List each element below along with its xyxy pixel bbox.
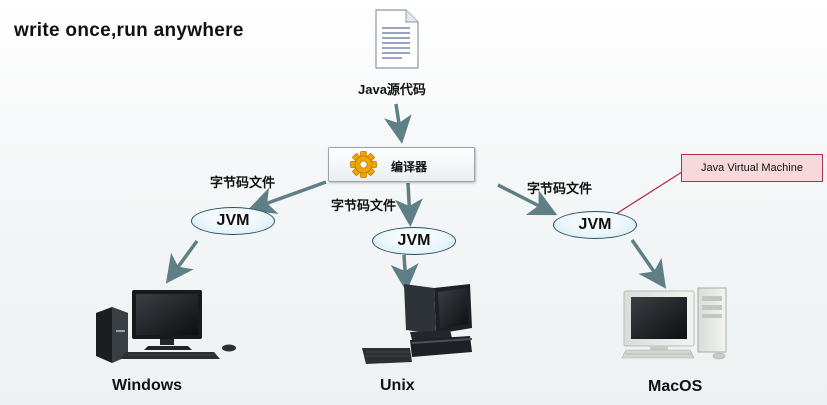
platform-unix-label: Unix (380, 377, 415, 394)
callout-connector (615, 171, 683, 215)
windows-pc-icon (96, 290, 236, 363)
arrow-compiler-to-jvm-center (394, 182, 423, 227)
arrow-compiler-to-jvm-left (247, 180, 327, 215)
jvm-center: JVM (372, 227, 456, 255)
arrow-jvm-left-to-windows (165, 239, 199, 284)
bytecode-label-right: 字节码文件 (527, 181, 593, 196)
arrow-jvm-right-to-mac (630, 238, 667, 289)
gear-icon (350, 151, 377, 178)
jvm-callout: Java Virtual Machine (681, 154, 823, 182)
arrow-source-to-compiler (384, 103, 412, 144)
platform-windows-label: Windows (112, 377, 183, 394)
bytecode-label-left: 字节码文件 (210, 175, 276, 190)
jvm-left: JVM (191, 207, 275, 235)
jvm-right: JVM (553, 211, 637, 239)
unix-workstation-icon (362, 284, 472, 364)
bytecode-label-center: 字节码文件 (331, 198, 397, 213)
arrow-compiler-to-jvm-right (497, 183, 558, 216)
compiler-box: 编译器 (328, 147, 475, 182)
source-code-label: Java源代码 (358, 82, 426, 97)
arrow-jvm-center-to-unix (390, 254, 419, 292)
diagram-title: write once,run anywhere (14, 20, 244, 41)
mac-pc-icon (621, 287, 727, 360)
compiler-label: 编译器 (391, 160, 428, 174)
platform-macos-label: MacOS (648, 378, 703, 395)
document-icon (375, 9, 419, 69)
arrows (165, 103, 667, 292)
